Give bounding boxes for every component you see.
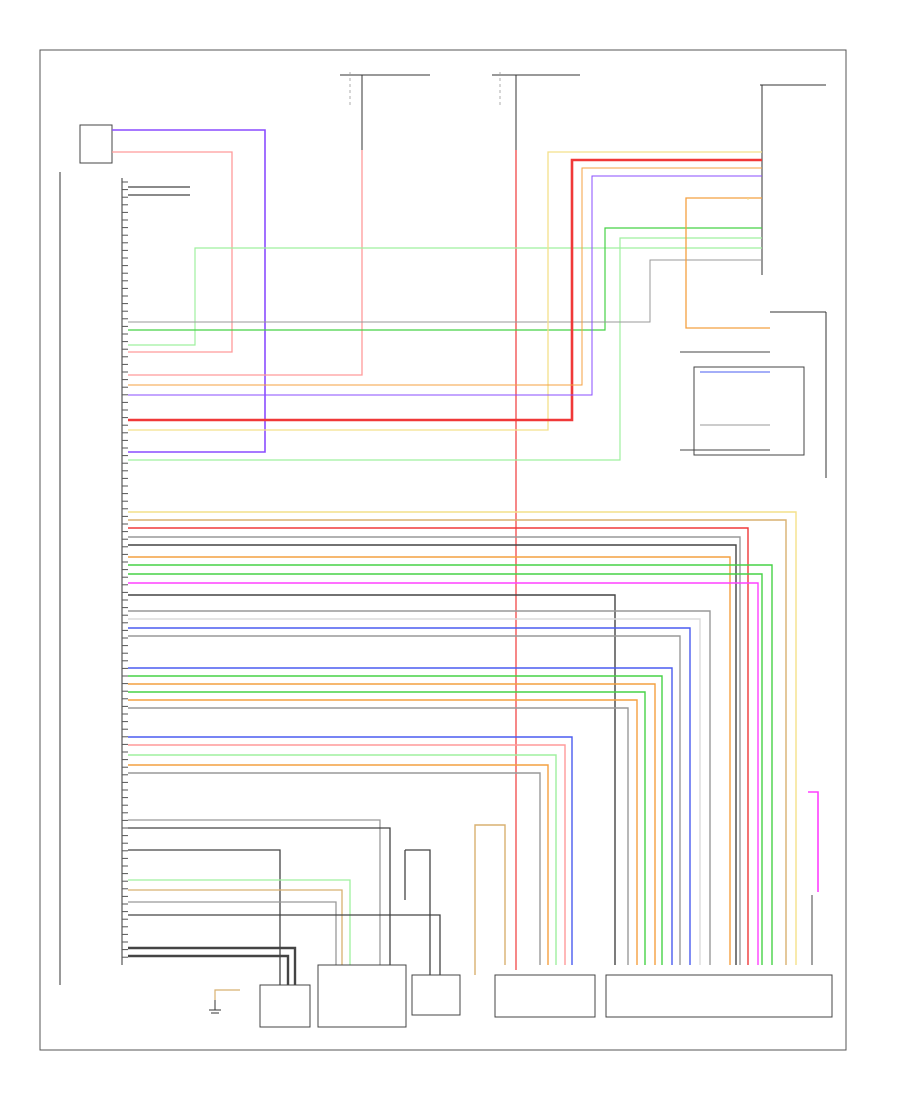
wire-ground-tan: [214, 989, 240, 1000]
wire-tan-right: [474, 824, 506, 975]
wire-bus: [128, 519, 787, 965]
wire-black-lower: [128, 827, 391, 965]
main-module-pins: [122, 181, 128, 958]
wire-bus: [128, 536, 741, 965]
wire-magenta-right: [808, 791, 819, 892]
wire-orange-thin: [128, 167, 762, 386]
wire-bus: [128, 527, 749, 965]
wire-purple-thin: [128, 175, 762, 396]
wire-green-light: [128, 237, 762, 461]
wire-black-lower: [128, 849, 281, 985]
telephone-module: [79, 124, 113, 164]
bottom-module-right: [494, 974, 596, 1018]
bottom-module-center-b: [411, 974, 461, 1016]
wire-bus: [128, 635, 681, 965]
wire-tan-lower: [128, 889, 343, 965]
wire-green-light: [128, 247, 762, 346]
wire-bus: [128, 573, 763, 965]
wire-pink-tel: [112, 151, 233, 353]
wire-bus: [128, 556, 731, 965]
fuse-box-right: [492, 72, 580, 180]
wire-yellow: [128, 151, 762, 431]
wire-bus: [128, 544, 737, 965]
wire-bus: [128, 511, 797, 965]
bottom-module-left: [259, 984, 311, 1028]
wire-bus: [128, 610, 711, 965]
wire-bus: [128, 675, 663, 965]
wire-bus: [128, 764, 549, 965]
wire-black-thick: [128, 954, 290, 985]
wire-black-center: [405, 849, 431, 975]
wire-bus: [128, 772, 541, 965]
wire-bus: [128, 667, 673, 965]
wire-bus: [128, 754, 557, 965]
wire-red-thick: [128, 158, 762, 422]
wire-bus: [128, 707, 629, 965]
wire-gray: [128, 259, 762, 323]
fuse-box-left: [340, 72, 430, 180]
wire-bus: [128, 594, 616, 965]
wire-bus: [128, 582, 759, 965]
right-top-connector: [760, 84, 826, 275]
wire-bus: [128, 618, 701, 965]
wire-gray-lower: [128, 819, 381, 965]
bottom-module-far-right: [605, 974, 833, 1018]
ground-symbol: [209, 1000, 221, 1014]
wire-pink-fuse-left: [128, 150, 363, 376]
bottom-module-center-a: [317, 964, 407, 1028]
wire-bus: [128, 744, 566, 965]
wire-purple-tel: [112, 129, 266, 453]
wire-bus: [128, 683, 656, 965]
wire-green: [128, 227, 762, 331]
wire-black-thick: [128, 946, 297, 985]
wire-bus: [128, 736, 573, 965]
wire-orange-switch: [685, 197, 770, 329]
diagram-border: [39, 49, 847, 1051]
wire-bus: [128, 699, 638, 965]
wire-green-lower: [128, 879, 351, 965]
wire-black-lower: [128, 914, 441, 975]
wire-gray-lower: [128, 901, 337, 965]
switch-block: [693, 311, 827, 478]
wire-bus: [128, 627, 691, 965]
wire-bus: [128, 564, 773, 965]
wire-bus: [128, 691, 646, 965]
wire-harness: [112, 129, 819, 1000]
